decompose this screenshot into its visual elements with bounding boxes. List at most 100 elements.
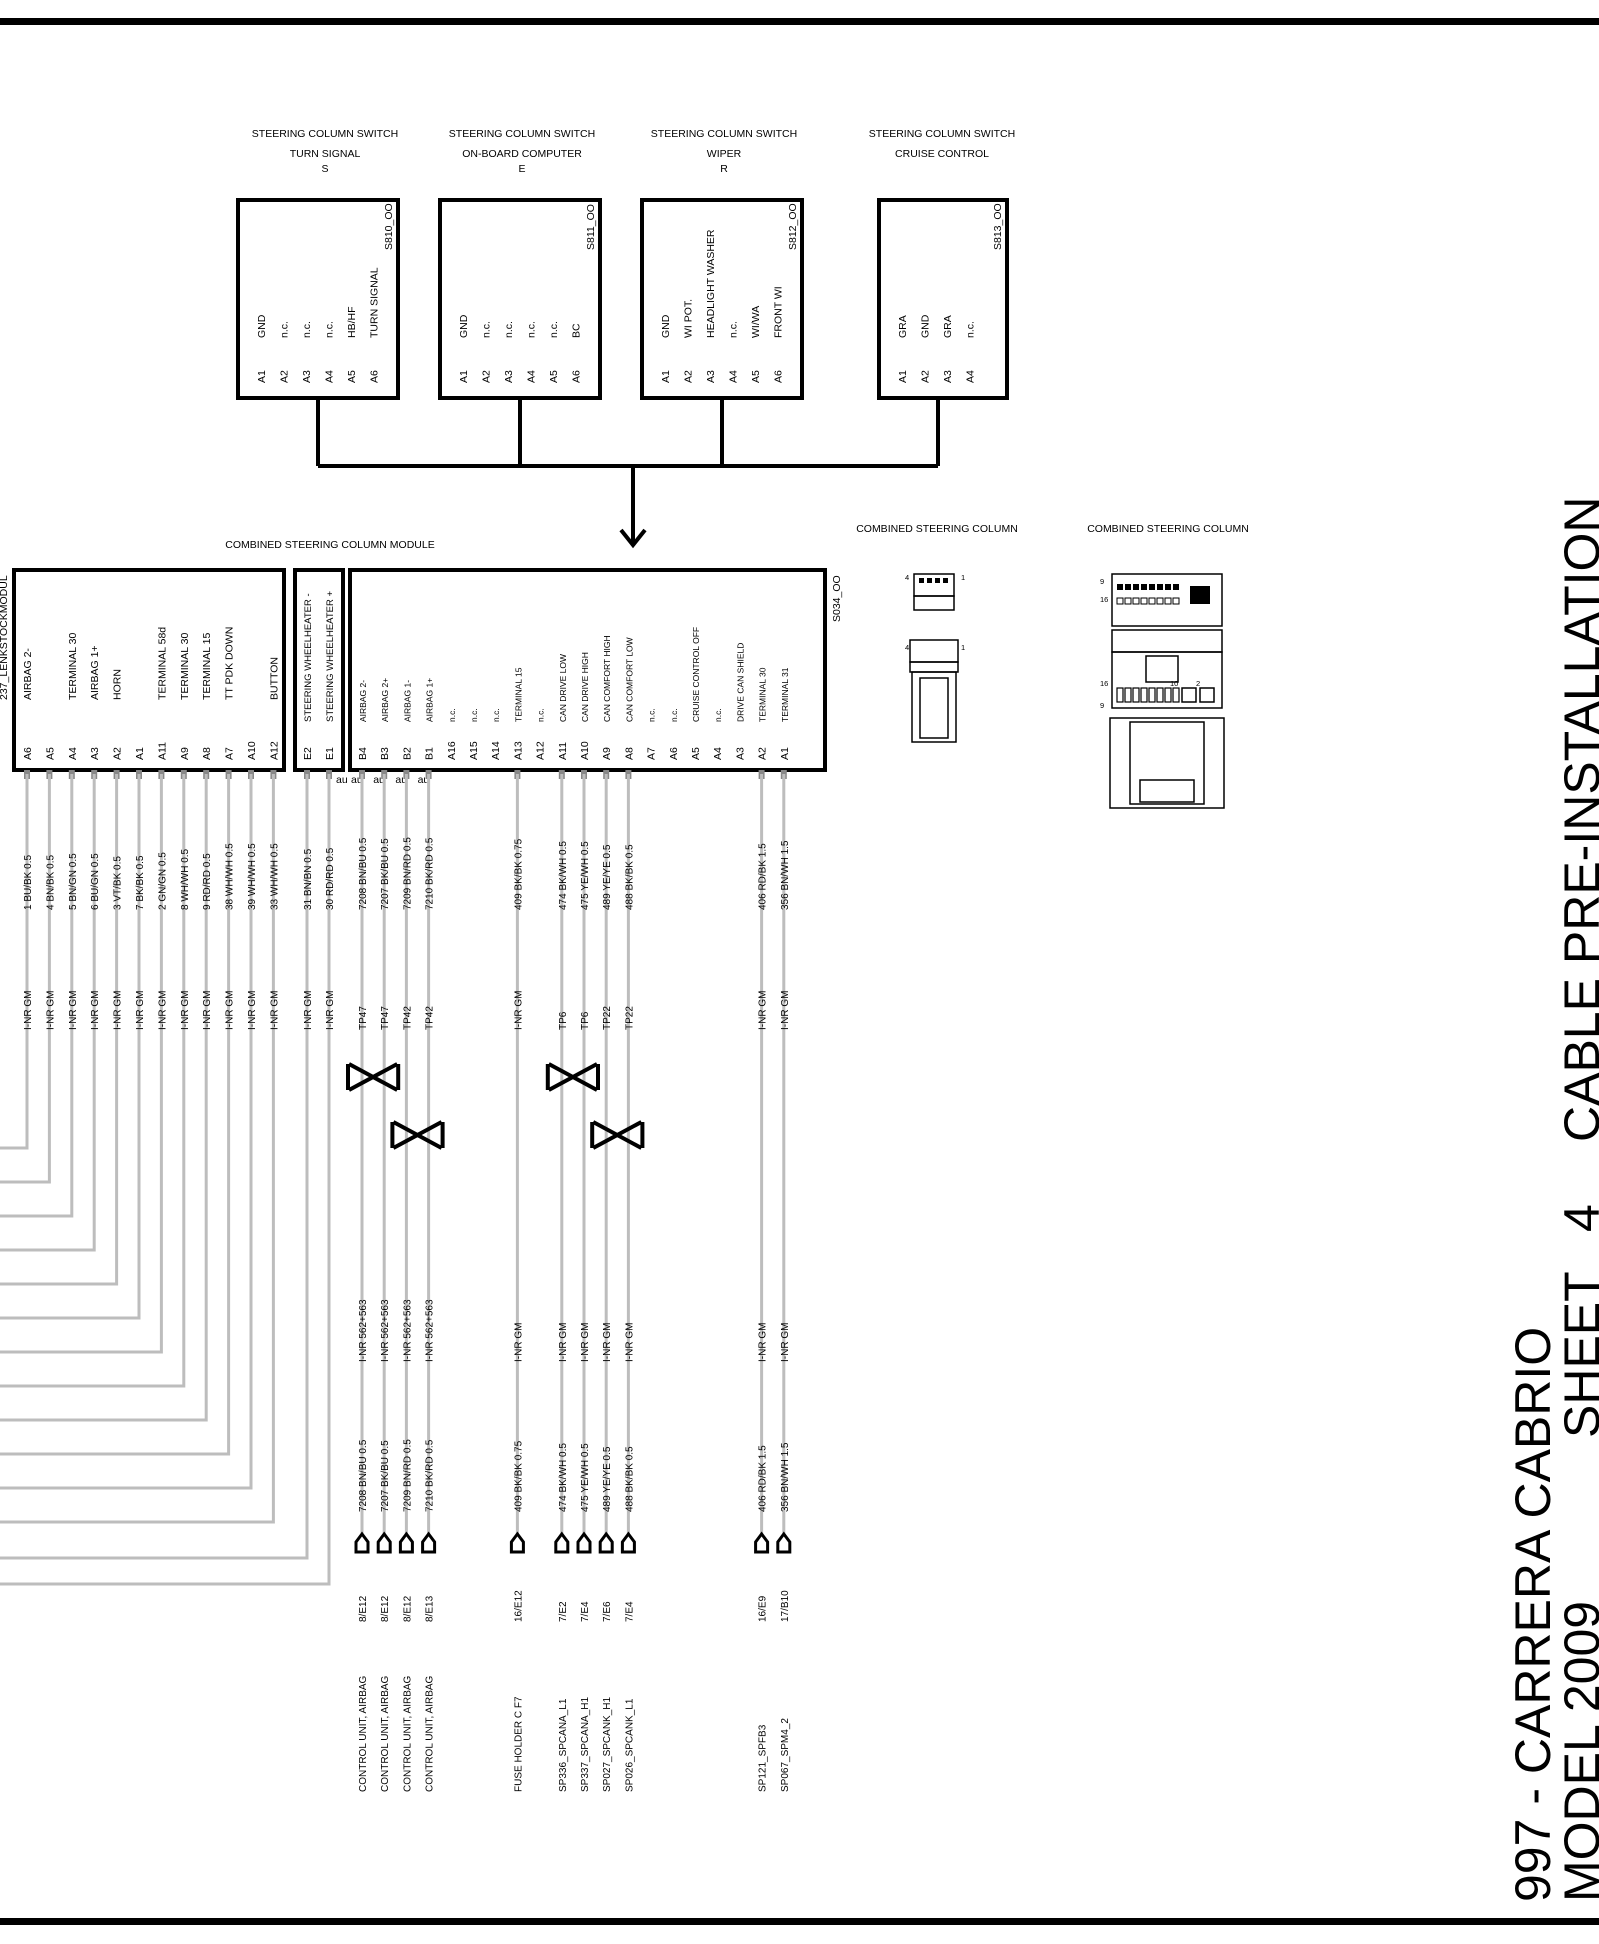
pin-function: TERMINAL 30 (67, 633, 79, 700)
wire-spec: 409 BK/BK 0.75 (513, 1440, 524, 1512)
twisted-pair-icon (346, 1062, 401, 1092)
pin-function: GRA (897, 315, 909, 338)
sheet-reference: 8/E12 (358, 1595, 369, 1622)
wire-destination: SP121_SPFB3 (758, 1724, 769, 1792)
pin-function: CAN DRIVE LOW (558, 654, 568, 722)
wire-runs: 1 BU/BK 0.5I-NR GM4 BN/BK 0.5I-NR GM5 BN… (0, 770, 792, 1792)
pin-function: DRIVE CAN SHIELD (735, 643, 745, 722)
wire-line (0, 774, 119, 1286)
wire-spec: 474 BK/WH 0.5 (558, 841, 569, 910)
pin-function: HB/HF (346, 307, 358, 339)
switch-subheader: ON-BOARD COMPUTER (462, 148, 582, 160)
loom-code: I-NR 562+563 (425, 1299, 436, 1362)
wire-line (0, 774, 96, 1252)
loom-code: I-NR GM (558, 1323, 569, 1362)
pin-marker: au (336, 774, 348, 786)
wire-end-icon (754, 1531, 770, 1554)
pin-label: A11 (156, 742, 168, 760)
wire-destination: CONTROL UNIT, AIRBAG (380, 1675, 391, 1792)
loom-code: I-NR GM (513, 991, 524, 1030)
arrow-down-icon (619, 528, 647, 549)
pin-number: 2 (1196, 679, 1200, 688)
pin-function: AIRBAG 2- (22, 648, 34, 700)
switch-header: STEERING COLUMN SWITCH (869, 128, 1015, 140)
pin-label: A9 (601, 747, 613, 760)
loom-code: I-NR GM (68, 991, 79, 1030)
loom-code: I-NR GM (202, 991, 213, 1030)
pin-label: A14 (490, 741, 502, 760)
loom-code: I-NR GM (180, 991, 191, 1030)
loom-code: I-NR GM (325, 991, 336, 1030)
loom-code: I-NR GM (23, 991, 34, 1030)
pin-label: A3 (89, 747, 101, 760)
switch-subheader: TURN SIGNAL (290, 148, 361, 160)
wire-spec: 488 BK/BK 0.5 (624, 1446, 635, 1512)
pin-label: A2 (481, 370, 493, 383)
twisted-pair-icon (545, 1062, 600, 1092)
twisted-pair-label: TP22 (602, 1006, 613, 1030)
pin-label: B3 (379, 747, 391, 760)
pin-function: n.c. (481, 321, 493, 338)
section-title: CABLE PRE-INSTALLATION (1554, 496, 1599, 1142)
pin-function: HEADLIGHT WASHER (705, 229, 717, 338)
loom-code: I-NR GM (269, 991, 280, 1030)
pin-label: A12 (535, 741, 547, 760)
pin-label: E2 (302, 747, 314, 760)
loom-code: I-NR GM (247, 991, 258, 1030)
pin-label: A15 (468, 741, 480, 760)
sheet-reference: 8/E12 (402, 1595, 413, 1622)
pin-label: A2 (683, 370, 695, 383)
loom-code: I-NR GM (157, 991, 168, 1030)
pin-function: n.c. (279, 321, 291, 338)
wire-spec: 406 RD/BK 1.5 (758, 1445, 769, 1512)
pin-function: STEERING WHEELHEATER - (303, 593, 314, 722)
wire-spec: 4 BN/BK 0.5 (45, 855, 56, 910)
wire-line (0, 774, 51, 1184)
switch-code: R (720, 163, 728, 175)
pin-function: TERMINAL 30 (179, 633, 191, 700)
switch-code: E (518, 163, 525, 175)
pin-label: A7 (646, 747, 658, 760)
twisted-pair-label: TP47 (358, 1006, 369, 1030)
module-id: S034_OO (831, 575, 843, 622)
pin-function: GND (256, 314, 268, 338)
pin-number: 16 (1100, 595, 1108, 604)
wire-line (0, 774, 309, 1560)
pin-function: TERMINAL 31 (780, 667, 790, 722)
pin-number: 1 (961, 573, 965, 582)
loom-code: I-NR 562+563 (358, 1299, 369, 1362)
pin-function: n.c. (728, 321, 740, 338)
sheet-reference: 8/E12 (380, 1595, 391, 1622)
pin-label: A11 (557, 742, 569, 760)
pin-label: A4 (526, 370, 538, 383)
wire-spec: 406 RD/BK 1.5 (758, 843, 769, 910)
loom-code: I-NR GM (780, 1323, 791, 1362)
wire-spec: 474 BK/WH 0.5 (558, 1443, 569, 1512)
switch-subheader: WIPER (707, 148, 742, 160)
wire-spec: 8 WH/WH 0.5 (180, 848, 191, 910)
pin-label: A3 (942, 370, 954, 383)
pin-function: CAN COMFORT LOW (624, 637, 634, 722)
pin-label: A9 (179, 747, 191, 760)
loom-code: I-NR GM (602, 1323, 613, 1362)
wire-spec: 7208 BN/BU 0.5 (358, 837, 369, 910)
pin-label: A2 (920, 370, 932, 383)
wire-spec: 2 GN/GN 0.5 (157, 852, 168, 910)
pin-function: CAN COMFORT HIGH (602, 635, 612, 722)
wire-spec: 38 WH/WH 0.5 (225, 843, 236, 910)
pin-function: AIRBAG 1+ (89, 645, 101, 700)
pin-function: BC (571, 323, 583, 338)
pin-label: A7 (224, 747, 236, 760)
wire-spec: 7209 BN/RD 0.5 (402, 837, 413, 910)
bottom-border (0, 1918, 1599, 1925)
pin-label: A6 (22, 747, 34, 760)
pin-number: 16 (1100, 679, 1108, 688)
pin-label: A2 (757, 747, 769, 760)
wire-spec: 356 BN/WH 1.5 (780, 1442, 791, 1512)
pin-label: A4 (712, 747, 724, 760)
